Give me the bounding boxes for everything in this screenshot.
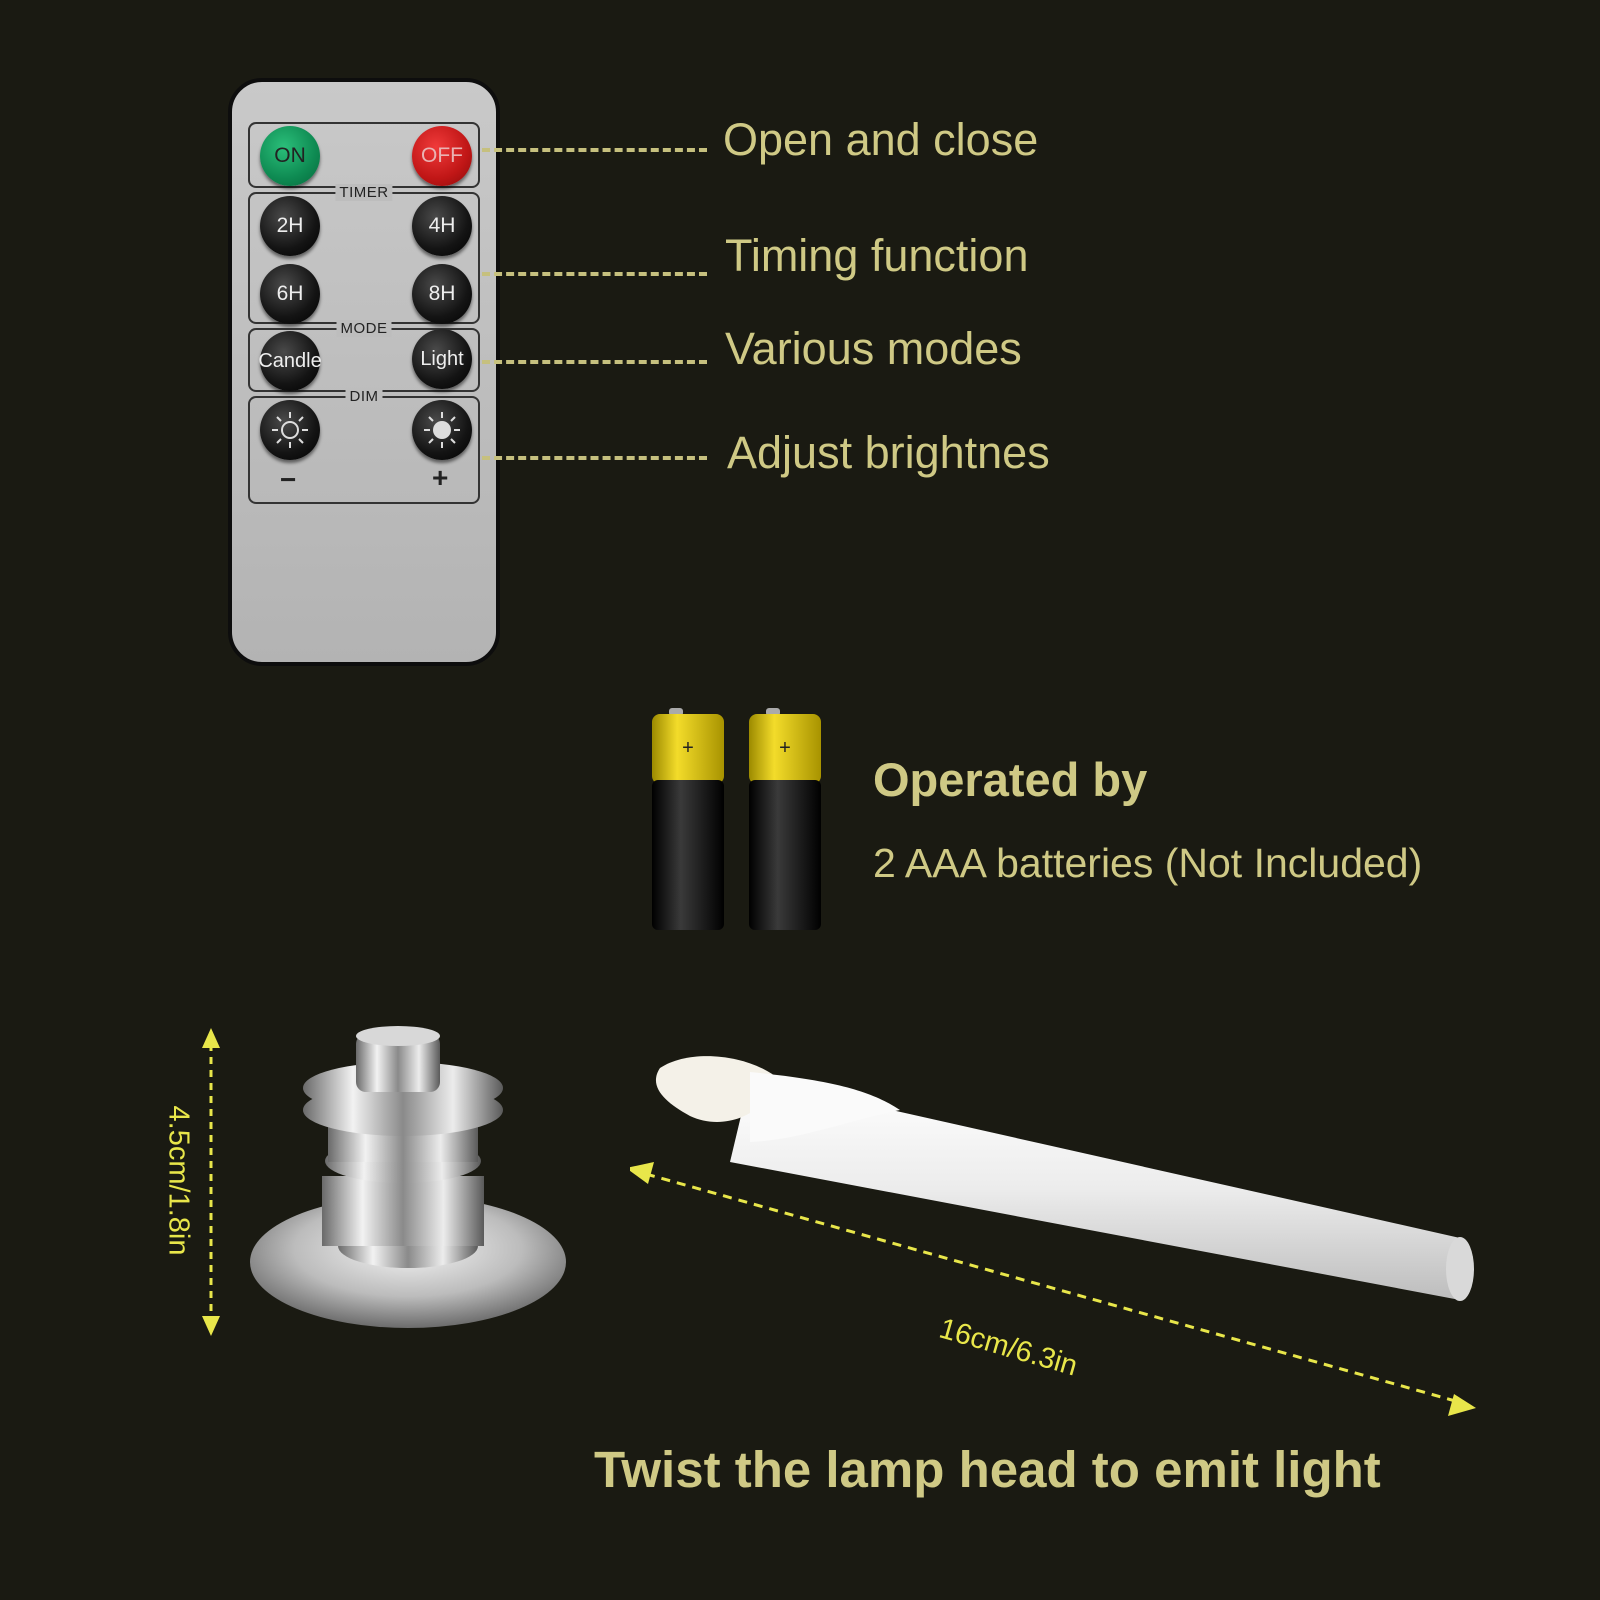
candle-holder-image xyxy=(250,1026,566,1328)
height-dimension-label: 4.5cm/1.8in xyxy=(162,1105,195,1256)
light-mode-button[interactable]: Light xyxy=(412,329,472,389)
timer-label: TIMER xyxy=(335,184,393,201)
sun-outline-icon xyxy=(272,412,308,448)
mode-panel: MODE Candle Light xyxy=(248,320,480,392)
led-candle-image xyxy=(630,1056,1476,1416)
callout-line-open-close xyxy=(482,148,707,152)
dim-minus-sign: − xyxy=(280,464,297,495)
callout-modes: Various modes xyxy=(725,323,1022,374)
footer-instruction: Twist the lamp head to emit light xyxy=(594,1441,1381,1498)
operated-by-subtitle: 2 AAA batteries (Not Included) xyxy=(873,840,1423,886)
dim-plus-sign: + xyxy=(432,462,449,493)
off-button[interactable]: OFF xyxy=(412,126,472,186)
battery-plus-symbol: + xyxy=(682,737,694,759)
aaa-batteries-image: + + xyxy=(652,708,821,930)
candle-mode-button[interactable]: Candle xyxy=(258,331,322,391)
dim-down-button[interactable] xyxy=(260,400,320,460)
battery-left xyxy=(652,708,724,930)
sun-filled-icon xyxy=(424,412,460,448)
battery-right xyxy=(749,708,821,930)
timer-panel: TIMER 2H 4H 6H 8H xyxy=(248,184,480,324)
operated-by-title: Operated by xyxy=(873,753,1148,806)
timer-4h-button[interactable]: 4H xyxy=(412,196,472,256)
power-panel: ON OFF xyxy=(248,122,480,188)
dim-panel: DIM − xyxy=(248,388,480,504)
mode-label: MODE xyxy=(336,320,392,337)
dim-label: DIM xyxy=(345,388,383,405)
timer-2h-button[interactable]: 2H xyxy=(260,196,320,256)
dim-up-button[interactable] xyxy=(412,400,472,460)
callout-brightness: Adjust brightnes xyxy=(727,427,1050,478)
on-button[interactable]: ON xyxy=(260,126,320,186)
timer-8h-button[interactable]: 8H xyxy=(412,264,472,324)
callout-line-modes xyxy=(482,360,707,364)
timer-6h-button[interactable]: 6H xyxy=(260,264,320,324)
callout-open-close: Open and close xyxy=(723,114,1039,165)
callout-line-timing xyxy=(482,272,707,276)
remote-control: ON OFF TIMER 2H 4H 6H 8H MODE Candle Lig… xyxy=(228,78,500,666)
callout-timing: Timing function xyxy=(725,230,1029,281)
height-dimension-arrow xyxy=(202,1028,220,1336)
callout-line-brightness xyxy=(482,456,707,460)
battery-plus-symbol: + xyxy=(779,737,791,759)
